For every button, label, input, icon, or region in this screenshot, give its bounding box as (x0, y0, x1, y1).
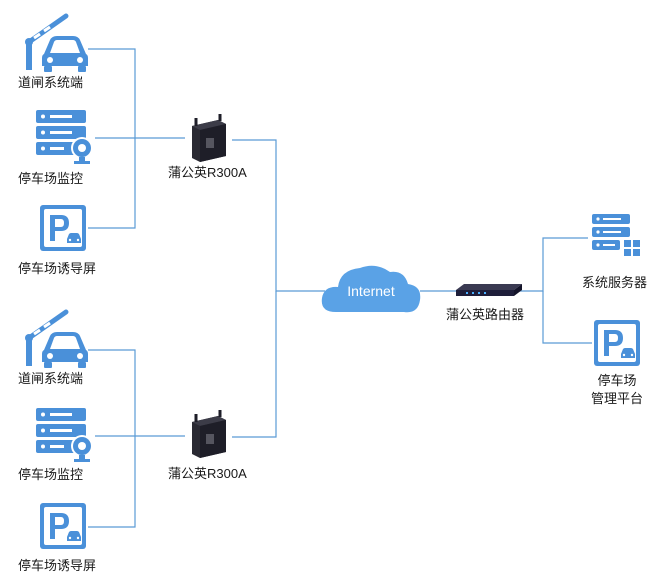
parking-sign-icon (40, 205, 86, 251)
cloud-icon: Internet (321, 265, 421, 313)
rack-router-icon (456, 284, 522, 296)
barrier-car-icon (25, 312, 88, 368)
link-router-server (516, 237, 588, 292)
platform-label-line2: 管理平台 (590, 391, 643, 406)
server-camera-icon (36, 408, 93, 462)
link-router-bottom-cloud (232, 291, 277, 438)
main-router-label: 蒲公英路由器 (446, 307, 525, 322)
gate-label-bottom: 道闸系统端 (18, 371, 84, 386)
link-guide-top (88, 138, 136, 229)
server-label: 系统服务器 (582, 275, 648, 290)
router-label-bottom: 蒲公英R300A (168, 466, 247, 481)
guide-label-bottom: 停车场诱导屏 (18, 558, 97, 573)
link-router-top-cloud (232, 139, 325, 292)
cloud-label: Internet (347, 283, 395, 299)
parking-sign-icon (40, 503, 86, 549)
server-grid-icon (592, 214, 640, 256)
router-device-icon (190, 112, 228, 164)
gate-label-top: 道闸系统端 (18, 75, 84, 90)
monitor-label-top: 停车场监控 (18, 171, 84, 186)
parking-sign-icon (594, 320, 640, 366)
barrier-car-icon (25, 16, 88, 72)
router-device-icon (190, 408, 228, 460)
link-gate-top (88, 48, 185, 139)
monitor-label-bottom: 停车场监控 (18, 467, 84, 482)
link-router-platform (542, 291, 592, 344)
connection-lines (88, 48, 592, 528)
server-camera-icon (36, 110, 93, 164)
platform-label-line1: 停车场 (597, 373, 637, 388)
guide-label-top: 停车场诱导屏 (18, 261, 97, 276)
link-gate-bottom (88, 349, 185, 437)
router-label-top: 蒲公英R300A (168, 165, 247, 180)
link-guide-bottom (88, 436, 136, 528)
